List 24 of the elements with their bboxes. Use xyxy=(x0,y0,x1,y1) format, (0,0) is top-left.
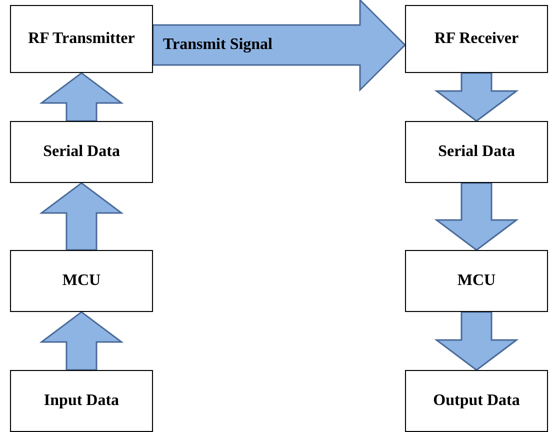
edge-label: Transmit Signal xyxy=(163,36,272,54)
block-arrow xyxy=(434,182,519,251)
block-arrow xyxy=(434,311,519,371)
process-box xyxy=(405,121,548,183)
process-box xyxy=(10,121,153,183)
box-label: RF Receiver xyxy=(434,30,519,48)
box-label: MCU xyxy=(457,272,496,290)
block-arrow xyxy=(39,72,124,122)
box-label: Serial Data xyxy=(43,142,120,162)
box-label: RF Transmitter xyxy=(28,30,135,48)
process-box xyxy=(10,5,153,73)
box-label: MCU xyxy=(62,272,101,290)
block-arrow xyxy=(434,72,519,122)
block-arrow xyxy=(39,311,124,371)
box-label: Output Data xyxy=(433,392,520,410)
process-box xyxy=(405,5,548,73)
box-label: Input Data xyxy=(44,392,120,410)
process-box xyxy=(10,370,153,432)
block-arrow xyxy=(39,182,124,251)
block-arrow xyxy=(152,0,406,92)
box-label: Serial Data xyxy=(438,142,515,162)
process-box xyxy=(10,250,153,312)
process-box xyxy=(405,250,548,312)
process-box xyxy=(405,370,548,432)
